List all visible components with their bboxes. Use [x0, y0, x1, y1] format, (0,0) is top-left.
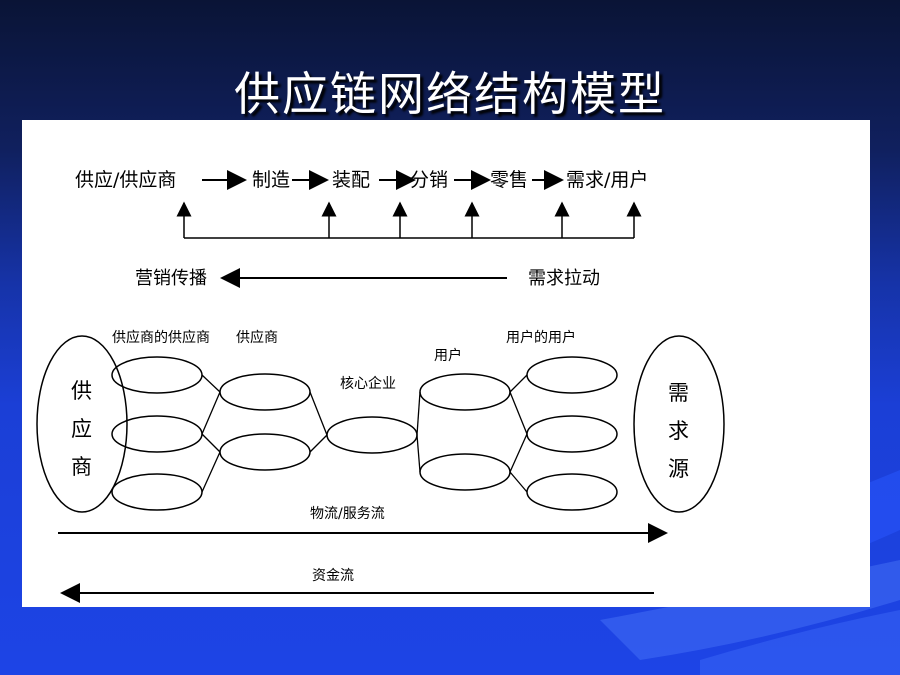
node-supplier-1: [219, 373, 311, 411]
node-supplier-2: [219, 433, 311, 471]
source-char-2: 应: [71, 417, 92, 441]
capital-flow-label: 资金流: [312, 568, 354, 584]
source-char-3: 商: [71, 455, 92, 479]
node-customer-of-customer-1: [526, 356, 618, 394]
label-customer: 用户: [434, 347, 462, 364]
stage-retail: 零售: [490, 169, 528, 191]
label-customer-of-customer: 用户的用户: [506, 329, 576, 346]
stage-supplier: 供应/供应商: [75, 169, 176, 191]
stage-assembly: 装配: [332, 169, 370, 191]
stage-distribution: 分销: [410, 169, 448, 191]
demand-pull-label: 需求拉动: [528, 268, 600, 289]
supplier-source-oval: [36, 335, 128, 513]
logistics-flow-label: 物流/服务流: [310, 506, 385, 522]
node-supplier-of-supplier-1: [111, 356, 203, 394]
node-customer-2: [419, 453, 511, 491]
label-supplier-of-supplier: 供应商的供应商: [112, 329, 210, 346]
stage-demand-user: 需求/用户: [566, 169, 648, 191]
node-customer-1: [419, 373, 511, 411]
node-supplier-of-supplier-2: [111, 415, 203, 453]
demand-source-oval: [633, 335, 725, 513]
node-supplier-of-supplier-3: [111, 473, 203, 511]
marketing-label: 营销传播: [135, 268, 207, 289]
slide-title: 供应链网络结构模型: [234, 67, 666, 121]
sink-char-2: 求: [668, 419, 689, 443]
node-customer-of-customer-2: [526, 415, 618, 453]
network-connections: [201, 374, 528, 493]
node-customer-of-customer-3: [526, 473, 618, 511]
diagram-panel: 供应/供应商 制造 装配 分销 零售 需求/用户 营销传播 需求拉动 供应商的供…: [22, 120, 870, 607]
supply-chain-diagram: 供应/供应商 制造 装配 分销 零售 需求/用户 营销传播 需求拉动 供应商的供…: [36, 169, 725, 603]
stage-manufacture: 制造: [252, 169, 290, 191]
node-core-enterprise: [326, 416, 418, 454]
sink-char-3: 源: [668, 457, 689, 481]
label-supplier: 供应商: [236, 329, 278, 346]
sink-char-1: 需: [668, 381, 689, 405]
label-core-enterprise: 核心企业: [340, 375, 396, 392]
source-char-1: 供: [71, 379, 92, 403]
